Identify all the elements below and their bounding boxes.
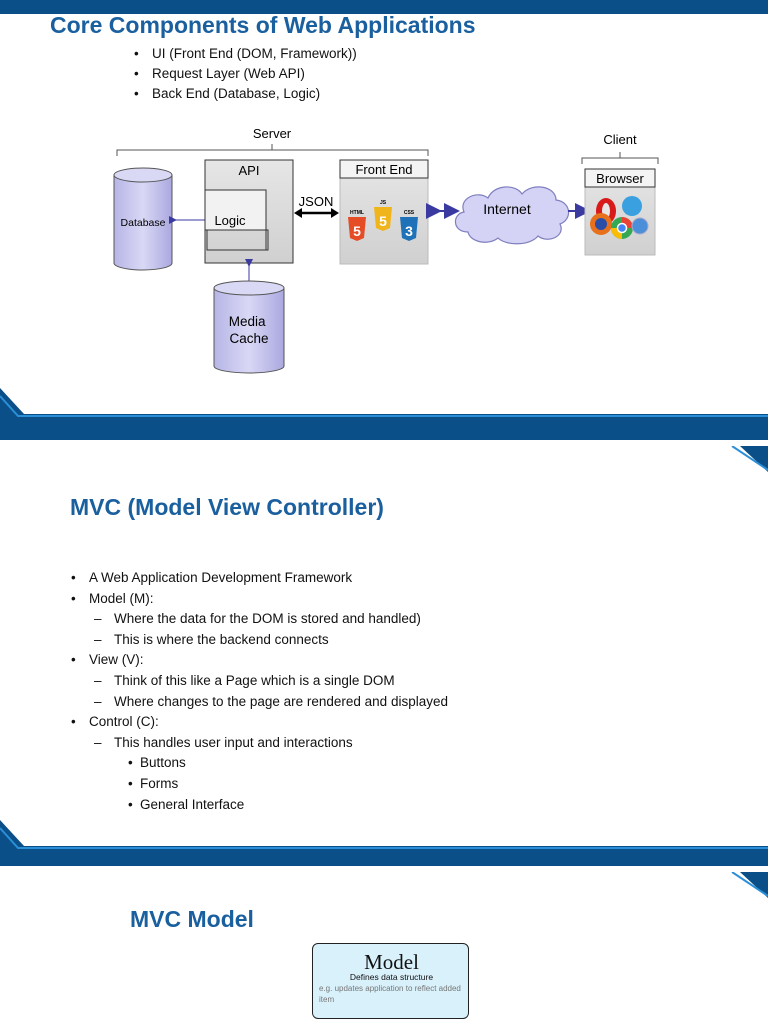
bullet-item-level-1: View (V): — [71, 650, 768, 671]
model-box-subtitle: Defines data structure — [349, 972, 434, 982]
bullet-item-level-3: Forms — [128, 774, 768, 795]
bullet-item-level-3: Buttons — [128, 753, 768, 774]
logic-label: Logic — [214, 213, 246, 228]
slide-footer-band — [0, 820, 768, 866]
json-label: JSON — [299, 194, 334, 209]
database-cylinder — [113, 167, 173, 271]
bullet-item-level-3: General Interface — [128, 795, 768, 816]
bullet-item: Back End (Database, Logic) — [134, 84, 357, 104]
bullet-item-level-2: Where the data for the DOM is stored and… — [94, 609, 768, 630]
media-cache-label: Media Cache — [229, 314, 270, 346]
bullet-item-level-2: This handles user input and interactions — [94, 733, 768, 754]
bullet-item-level-2: Where changes to the page are rendered a… — [94, 692, 768, 713]
server-label: Server — [253, 126, 292, 141]
css3-icon: CSS 3 — [400, 210, 418, 241]
bullet-item-level-1: Model (M): — [71, 589, 768, 610]
json-arrow — [294, 208, 339, 218]
model-box: Model Defines data structure e.g. update… — [312, 943, 469, 1019]
svg-text:CSS: CSS — [404, 210, 415, 216]
internet-label: Internet — [483, 201, 531, 217]
slide-core-components: Core Components of Web Applications UI (… — [0, 0, 768, 440]
server-bracket — [116, 144, 429, 156]
bullet-item: UI (Front End (DOM, Framework)) — [134, 44, 357, 64]
front-end-label: Front End — [355, 162, 412, 177]
bullet-item-level-2: This is where the backend connects — [94, 630, 768, 651]
slide-title: MVC (Model View Controller) — [70, 494, 384, 520]
mvc-bullet-list: A Web Application Development FrameworkM… — [0, 568, 768, 815]
svg-text:5: 5 — [353, 223, 361, 239]
svg-text:5: 5 — [379, 213, 387, 229]
slide-title: Core Components of Web Applications — [50, 12, 476, 38]
model-box-example: e.g. updates application to reflect adde… — [319, 984, 461, 1004]
bullet-item-level-1: Control (C): — [71, 712, 768, 733]
client-label: Client — [603, 132, 637, 147]
svg-text:HTML: HTML — [350, 210, 364, 216]
slide-top-band — [0, 446, 768, 472]
browser-logos-icon — [590, 196, 649, 239]
browser-header — [584, 168, 656, 188]
slide-top-band — [0, 0, 768, 14]
svg-text:3: 3 — [405, 223, 413, 239]
internet-cloud-icon — [454, 186, 570, 245]
slide-title: MVC Model — [130, 906, 254, 932]
bullet-list: UI (Front End (DOM, Framework)) Request … — [134, 44, 357, 104]
media-cache-cylinder — [213, 280, 285, 374]
bullet-item: Request Layer (Web API) — [134, 64, 357, 84]
js-icon: JS 5 — [374, 200, 392, 231]
logic-box — [204, 189, 267, 231]
slide-mvc-model: MVC Model Model Defines data structure e… — [0, 872, 768, 1024]
model-box-title: Model — [364, 950, 419, 974]
slide-top-band — [0, 872, 768, 898]
logic-box-shadow — [206, 229, 269, 251]
client-bracket — [581, 152, 659, 164]
front-end-header — [339, 159, 429, 179]
api-label: API — [239, 163, 260, 178]
bullet-item-level-1: A Web Application Development Framework — [71, 568, 768, 589]
slide-mvc-intro: MVC (Model View Controller) A Web Applic… — [0, 446, 768, 866]
svg-text:JS: JS — [380, 200, 387, 206]
architecture-diagram: Server Client Database API Logic JSON Fr… — [113, 126, 659, 374]
browser-label: Browser — [596, 171, 644, 186]
slide-footer-band — [0, 388, 768, 440]
database-label: Database — [121, 217, 166, 229]
html5-icon: HTML 5 — [348, 210, 366, 241]
bullet-item-level-2: Think of this like a Page which is a sin… — [94, 671, 768, 692]
